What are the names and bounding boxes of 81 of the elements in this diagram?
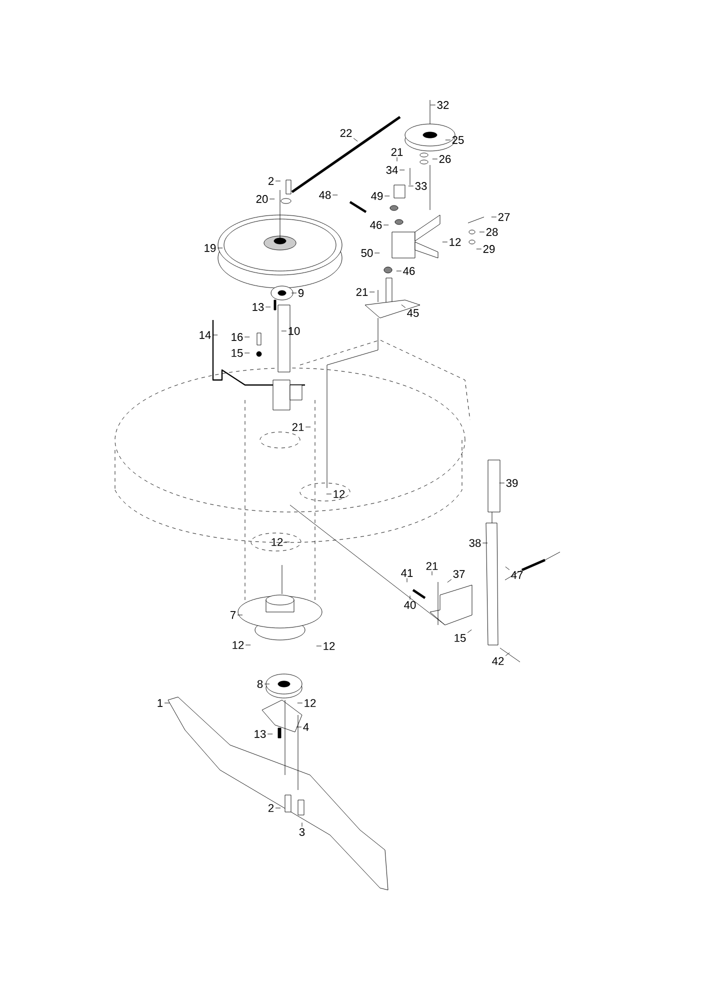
callout-number: 32 bbox=[437, 101, 449, 109]
callout-number: 40 bbox=[404, 601, 416, 609]
leader-line bbox=[245, 644, 251, 646]
leader-line bbox=[383, 224, 389, 226]
leader-line bbox=[291, 292, 297, 294]
callout-number: 25 bbox=[452, 136, 464, 144]
leader-line bbox=[467, 629, 472, 633]
callout-number: 9 bbox=[298, 289, 304, 297]
leader-line bbox=[491, 216, 497, 218]
leader-line bbox=[476, 248, 482, 250]
leader-line bbox=[406, 578, 408, 582]
leader-line bbox=[212, 334, 218, 336]
callout-number: 15 bbox=[232, 349, 243, 357]
callout-number: 41 bbox=[401, 569, 413, 577]
callout-number: 20 bbox=[256, 195, 268, 203]
leader-line bbox=[164, 702, 170, 704]
callout-number: 38 bbox=[469, 539, 481, 547]
leader-line bbox=[401, 304, 406, 308]
leader-line bbox=[244, 352, 250, 354]
callout-number: 8 bbox=[257, 680, 263, 688]
callout-number: 19 bbox=[204, 244, 216, 252]
leader-line bbox=[353, 138, 358, 142]
leader-line bbox=[505, 652, 510, 656]
leader-line bbox=[374, 252, 380, 254]
leader-line bbox=[482, 542, 488, 544]
callout-number: 2 bbox=[268, 804, 274, 812]
leader-line bbox=[432, 158, 438, 160]
callout-number: 26 bbox=[439, 155, 451, 163]
callout-number: 2 bbox=[268, 177, 274, 185]
callout-number: 12 bbox=[272, 538, 283, 546]
leader-line bbox=[281, 330, 287, 332]
callout-number: 50 bbox=[361, 249, 373, 257]
leader-line bbox=[244, 336, 250, 338]
callout-number: 21 bbox=[391, 148, 403, 156]
callout-number: 34 bbox=[386, 166, 398, 174]
callout-number: 12 bbox=[334, 490, 345, 498]
callout-number: 13 bbox=[254, 730, 266, 738]
callout-number: 16 bbox=[232, 333, 243, 341]
callout-number: 3 bbox=[299, 828, 305, 836]
callout-number: 15 bbox=[454, 634, 466, 642]
leader-line bbox=[305, 426, 311, 428]
callout-number: 10 bbox=[288, 327, 300, 335]
callout-number: 12 bbox=[324, 642, 335, 650]
callout-number: 28 bbox=[486, 228, 498, 236]
leader-line bbox=[237, 614, 243, 616]
callout-number: 45 bbox=[407, 309, 419, 317]
callout-number: 29 bbox=[483, 245, 495, 253]
leader-line bbox=[265, 306, 271, 308]
leader-line bbox=[396, 270, 402, 272]
callout-number: 39 bbox=[506, 479, 518, 487]
leader-line bbox=[499, 482, 505, 484]
leader-line bbox=[332, 194, 338, 196]
leader-line bbox=[297, 702, 303, 704]
callout-number: 33 bbox=[415, 182, 427, 190]
leader-line bbox=[296, 726, 302, 728]
leader-line bbox=[430, 104, 436, 106]
callout-number: 37 bbox=[453, 570, 465, 578]
callout-number: 14 bbox=[200, 331, 211, 339]
callout-number: 12 bbox=[232, 641, 244, 649]
callout-number: 12 bbox=[450, 238, 461, 246]
callout-number: 46 bbox=[370, 221, 382, 229]
callout-number: 27 bbox=[498, 213, 510, 221]
callout-number: 21 bbox=[426, 562, 438, 570]
leader-line bbox=[505, 566, 510, 570]
callout-number: 7 bbox=[230, 611, 236, 619]
callout-number: 21 bbox=[356, 288, 368, 296]
callout-number: 22 bbox=[340, 129, 352, 137]
callout-number: 42 bbox=[492, 657, 504, 665]
callout-number: 49 bbox=[371, 192, 383, 200]
callout-number: 1 bbox=[158, 699, 163, 707]
callout-number: 47 bbox=[511, 571, 523, 579]
callout-number: 21 bbox=[292, 423, 304, 431]
callout-number: 12 bbox=[304, 699, 316, 707]
callout-number: 4 bbox=[303, 723, 309, 731]
leader-line bbox=[269, 198, 275, 200]
leader-line bbox=[447, 579, 452, 583]
leader-line bbox=[275, 180, 281, 182]
callout-number: 13 bbox=[252, 303, 264, 311]
callout-number: 48 bbox=[319, 191, 331, 199]
callout-number: 46 bbox=[403, 267, 415, 275]
leader-line bbox=[396, 157, 398, 162]
